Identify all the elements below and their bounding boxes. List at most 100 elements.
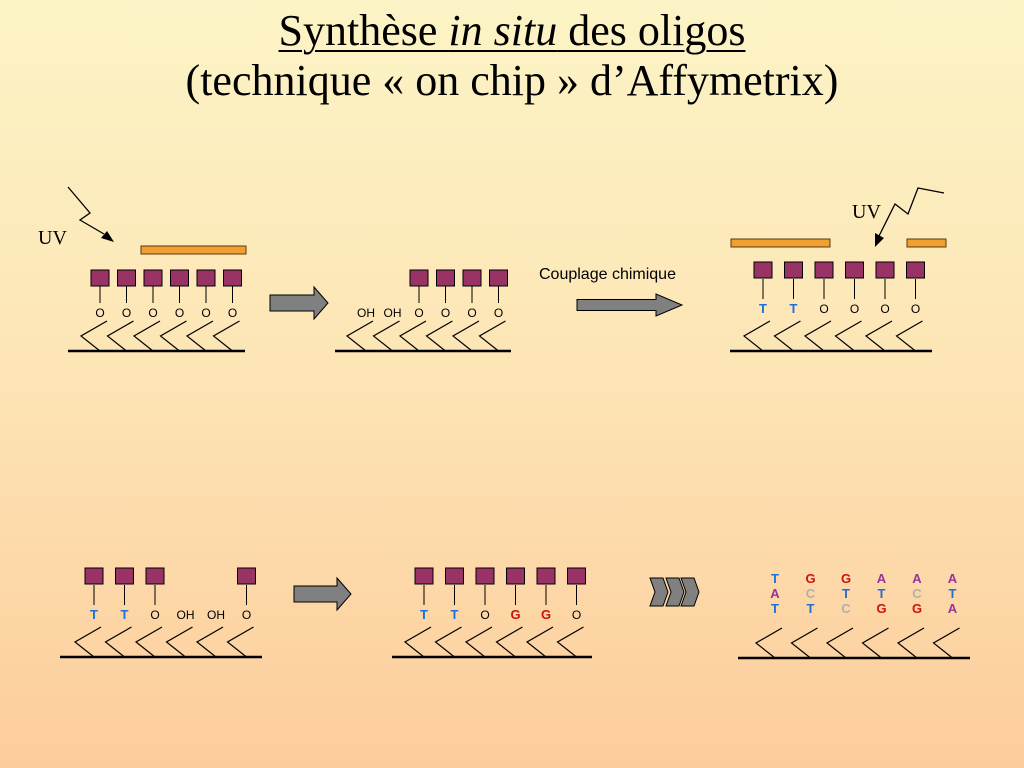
linker-chain xyxy=(754,627,783,659)
synthesis-site: G xyxy=(525,567,556,658)
site-group-label: OH xyxy=(207,608,225,622)
nucleotide-label: T xyxy=(790,301,798,316)
linker-chain xyxy=(185,320,214,352)
linker-chain xyxy=(195,626,224,658)
protecting-group xyxy=(489,269,508,287)
nucleotide-label: T xyxy=(842,586,850,601)
oligo-column: TAT xyxy=(754,571,783,659)
process-arrow-icon xyxy=(293,576,352,612)
linker-chain xyxy=(398,320,427,352)
nucleotide-label: T xyxy=(807,601,815,616)
synthesis-site: T xyxy=(434,567,464,658)
synthesis-site: OH xyxy=(345,306,375,352)
nucleotide-label: T xyxy=(121,607,129,622)
process-arrow-icon xyxy=(269,285,329,321)
protecting-group xyxy=(906,261,925,279)
linker-chain xyxy=(403,626,432,658)
protecting-group xyxy=(845,261,864,279)
synthesis-site: O xyxy=(464,567,495,658)
nucleotide-label: C xyxy=(806,586,816,601)
protecting-group xyxy=(409,269,429,287)
linker-chain xyxy=(525,626,554,658)
linker-chain xyxy=(495,626,523,658)
title-italic: in situ xyxy=(448,6,558,55)
linker-chain xyxy=(159,320,187,352)
title-line-1: Synthèse in situ des oligos xyxy=(0,6,1024,56)
protecting-group xyxy=(436,269,455,287)
linker-chain xyxy=(132,320,161,352)
synthesis-site: O xyxy=(834,261,864,352)
nucleotide-label: T xyxy=(90,607,98,622)
nucleotide-label: T xyxy=(949,586,957,601)
synthesis-site: O xyxy=(864,261,895,352)
synthesis-site: O xyxy=(451,269,482,352)
linker-chain xyxy=(834,320,862,352)
synthesis-site: O xyxy=(132,269,163,352)
site-group-label: O xyxy=(819,302,828,316)
protecting-group xyxy=(784,261,803,279)
protecting-group xyxy=(117,269,136,287)
nucleotide-label: G xyxy=(541,607,551,622)
protecting-group xyxy=(753,261,773,279)
photomask xyxy=(140,245,247,255)
protecting-group xyxy=(196,269,216,287)
nucleotide-label: A xyxy=(912,571,922,586)
synthesis-site: O xyxy=(106,269,136,352)
linker-chain xyxy=(165,626,193,658)
nucleotide-label: G xyxy=(510,607,520,622)
uv-indicator-left: UV xyxy=(38,186,114,249)
photomask xyxy=(730,238,831,248)
synthesis-site: T xyxy=(403,567,434,658)
oligo-column: ATA xyxy=(932,571,960,659)
protecting-group xyxy=(223,269,242,287)
synthesis-site: T xyxy=(773,261,803,352)
linker-chain xyxy=(932,627,960,659)
nucleotide-label: G xyxy=(876,601,886,616)
uv-lightning-icon xyxy=(878,187,945,237)
protecting-group xyxy=(462,269,482,287)
protecting-group xyxy=(875,261,895,279)
site-group-label: O xyxy=(850,302,859,316)
site-group-label: O xyxy=(572,608,581,622)
oligo-column: GCT xyxy=(790,571,818,659)
linker-chain xyxy=(104,626,132,658)
nucleotide-label: C xyxy=(912,586,922,601)
synthesis-site: OH xyxy=(165,608,195,658)
protecting-group xyxy=(475,567,495,585)
nucleotide-label: A xyxy=(948,571,958,586)
uv-lightning-icon xyxy=(67,186,105,235)
nucleotide-label: G xyxy=(841,571,851,586)
synthesis-site: O xyxy=(159,269,189,352)
site-group-label: O xyxy=(414,306,423,320)
repeat-chevron-icon xyxy=(665,577,685,607)
linker-chain xyxy=(134,626,163,658)
site-group-label: OH xyxy=(357,306,375,320)
linker-chain xyxy=(226,626,254,658)
protecting-group xyxy=(143,269,163,287)
site-group-label: O xyxy=(911,302,920,316)
site-group-label: O xyxy=(95,306,104,320)
synthesis-site: O xyxy=(895,261,925,352)
title-prefix: Synthèse xyxy=(278,6,449,55)
linker-chain xyxy=(864,320,893,352)
linker-chain xyxy=(742,320,771,352)
linker-chain xyxy=(895,320,923,352)
protecting-group xyxy=(90,269,110,287)
linker-chain xyxy=(434,626,462,658)
linker-chain xyxy=(212,320,240,352)
nucleotide-label: T xyxy=(878,586,886,601)
synthesis-site: O xyxy=(425,269,455,352)
process-arrow-icon xyxy=(576,293,684,317)
site-group-label: O xyxy=(201,306,210,320)
linker-chain xyxy=(451,320,480,352)
linker-chain xyxy=(464,626,493,658)
synthesis-site: OH xyxy=(372,306,402,352)
synthesis-site: O xyxy=(803,261,834,352)
protecting-group xyxy=(115,567,134,585)
uv-arrowhead-icon xyxy=(875,233,884,247)
protecting-group xyxy=(567,567,586,585)
synthesis-site: T xyxy=(104,567,134,658)
repeat-chevron-icon xyxy=(680,577,700,607)
site-group-label: O xyxy=(441,306,450,320)
protecting-group xyxy=(414,567,434,585)
